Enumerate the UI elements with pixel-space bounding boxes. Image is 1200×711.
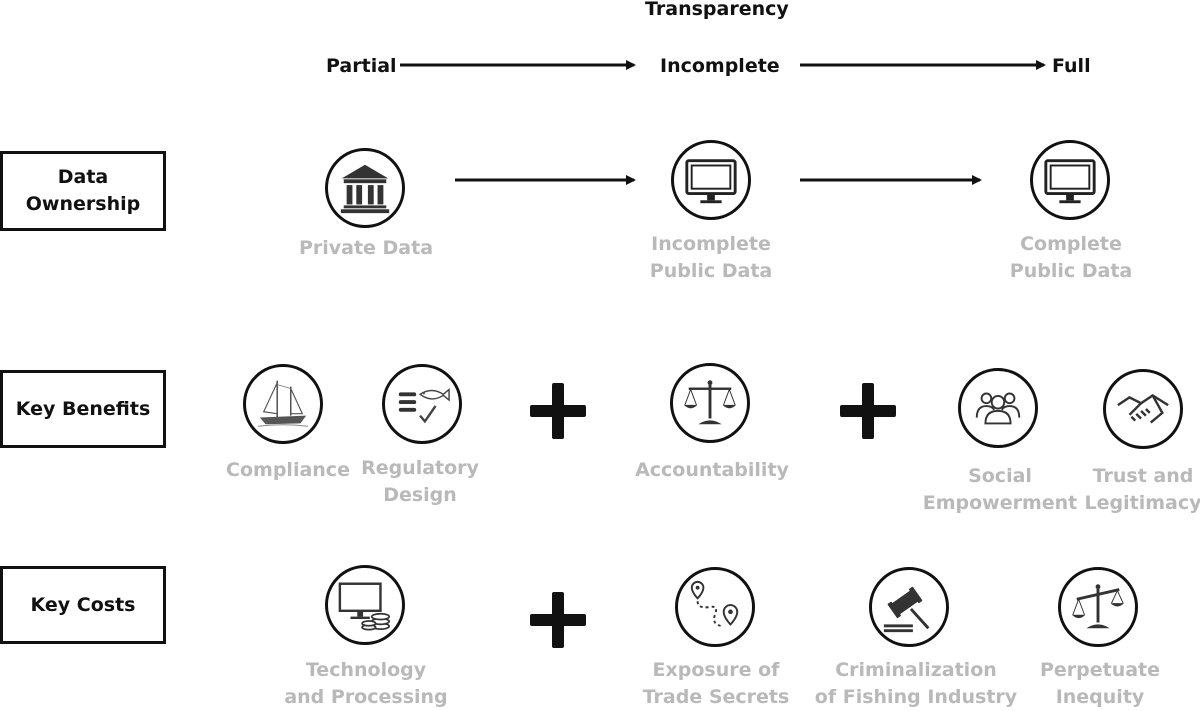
sailboat-icon <box>243 364 323 444</box>
stage-incomplete: Incomplete <box>660 55 780 77</box>
scales-icon <box>670 363 750 443</box>
gavel-icon <box>869 567 949 647</box>
plus-icon-benefits-1 <box>530 383 586 439</box>
people-group-icon <box>958 368 1038 448</box>
stage-partial: Partial <box>326 55 397 77</box>
label-private-data: Private Data <box>298 237 434 259</box>
monitor-icon-full <box>1030 140 1110 220</box>
label-trust-legitimacy: Trust and Legitimacy <box>1084 465 1200 514</box>
checklist-fish-icon <box>382 364 462 444</box>
label-compliance: Compliance <box>226 459 350 481</box>
label-exposure-trade-secrets: Exposure of Trade Secrets <box>642 659 790 708</box>
monitor-icon <box>671 140 751 220</box>
label-incomplete-public-data: Incomplete Public Data <box>649 233 773 282</box>
plus-icon-benefits-2 <box>840 383 896 439</box>
bank-icon <box>325 148 405 228</box>
label-complete-public-data: Complete Public Data <box>1009 233 1133 282</box>
stage-full: Full <box>1052 55 1091 77</box>
row-label-key-costs: Key Costs <box>0 566 166 644</box>
label-criminalization-fishing: Criminalization of Fishing Industry <box>814 659 1018 708</box>
computer-coins-icon <box>325 565 405 645</box>
label-social-empowerment: Social Empowerment <box>922 465 1078 514</box>
label-accountability: Accountability <box>635 459 789 481</box>
label-technology-processing: Technology and Processing <box>284 659 448 708</box>
label-perpetuate-inequity: Perpetuate Inequity <box>1039 659 1161 708</box>
row-label-data-ownership: Data Ownership <box>0 151 166 231</box>
row-label-key-benefits: Key Benefits <box>0 370 166 448</box>
map-route-icon <box>675 567 755 647</box>
transparency-title: Transparency <box>645 0 789 20</box>
unbalanced-scales-icon <box>1058 567 1138 647</box>
plus-icon-costs <box>530 592 586 648</box>
label-regulatory-design: Regulatory Design <box>361 457 479 506</box>
handshake-icon <box>1103 369 1183 449</box>
